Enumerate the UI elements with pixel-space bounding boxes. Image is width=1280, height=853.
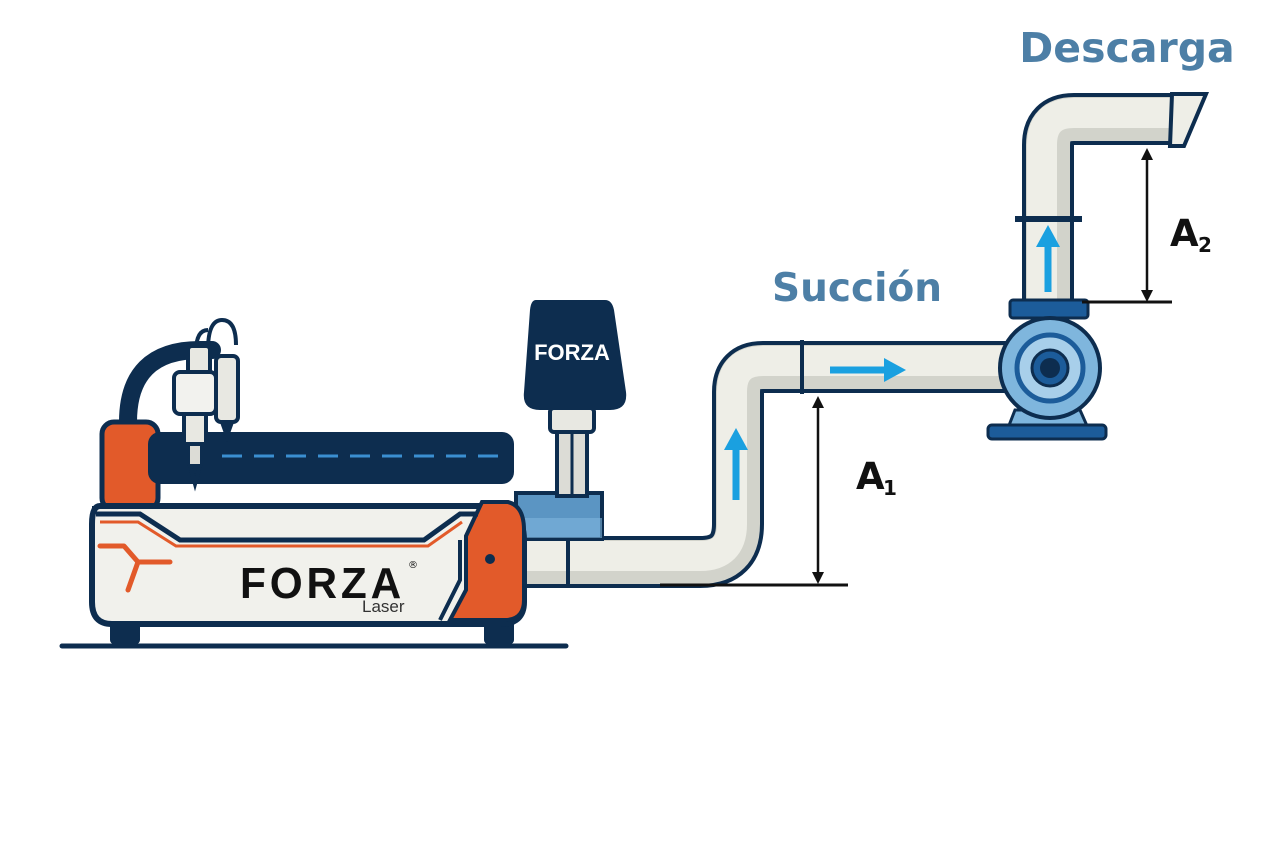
height-1-label: A 1 [856,455,898,500]
arrow-up-icon [724,428,748,500]
arrow-up-icon [1036,225,1060,292]
discharge-outlet [1167,92,1210,148]
height-2-label: A 2 [1170,212,1212,257]
discharge-duct [1022,93,1185,308]
discharge-label: Descarga [1019,24,1234,72]
extraction-fan [986,298,1108,441]
machine-logo-registered-mark: ® [408,560,418,571]
suction-label: Succión [772,266,942,311]
laser-cutting-machine [59,317,569,649]
fume-extractor [514,300,627,541]
suction-duct [520,341,1008,588]
arrow-right-icon [830,358,906,382]
machine-logo: FORZA [240,559,405,608]
extractor-logo: FORZA [534,340,610,365]
machine-logo-sub: Laser [362,597,405,616]
laser-head [172,344,240,492]
flow-arrows [724,225,1060,500]
dimension-a1 [660,396,848,587]
machine-chevron-decoration [97,543,173,593]
dimension-a2 [1082,148,1172,304]
duct-joints [566,216,1082,588]
